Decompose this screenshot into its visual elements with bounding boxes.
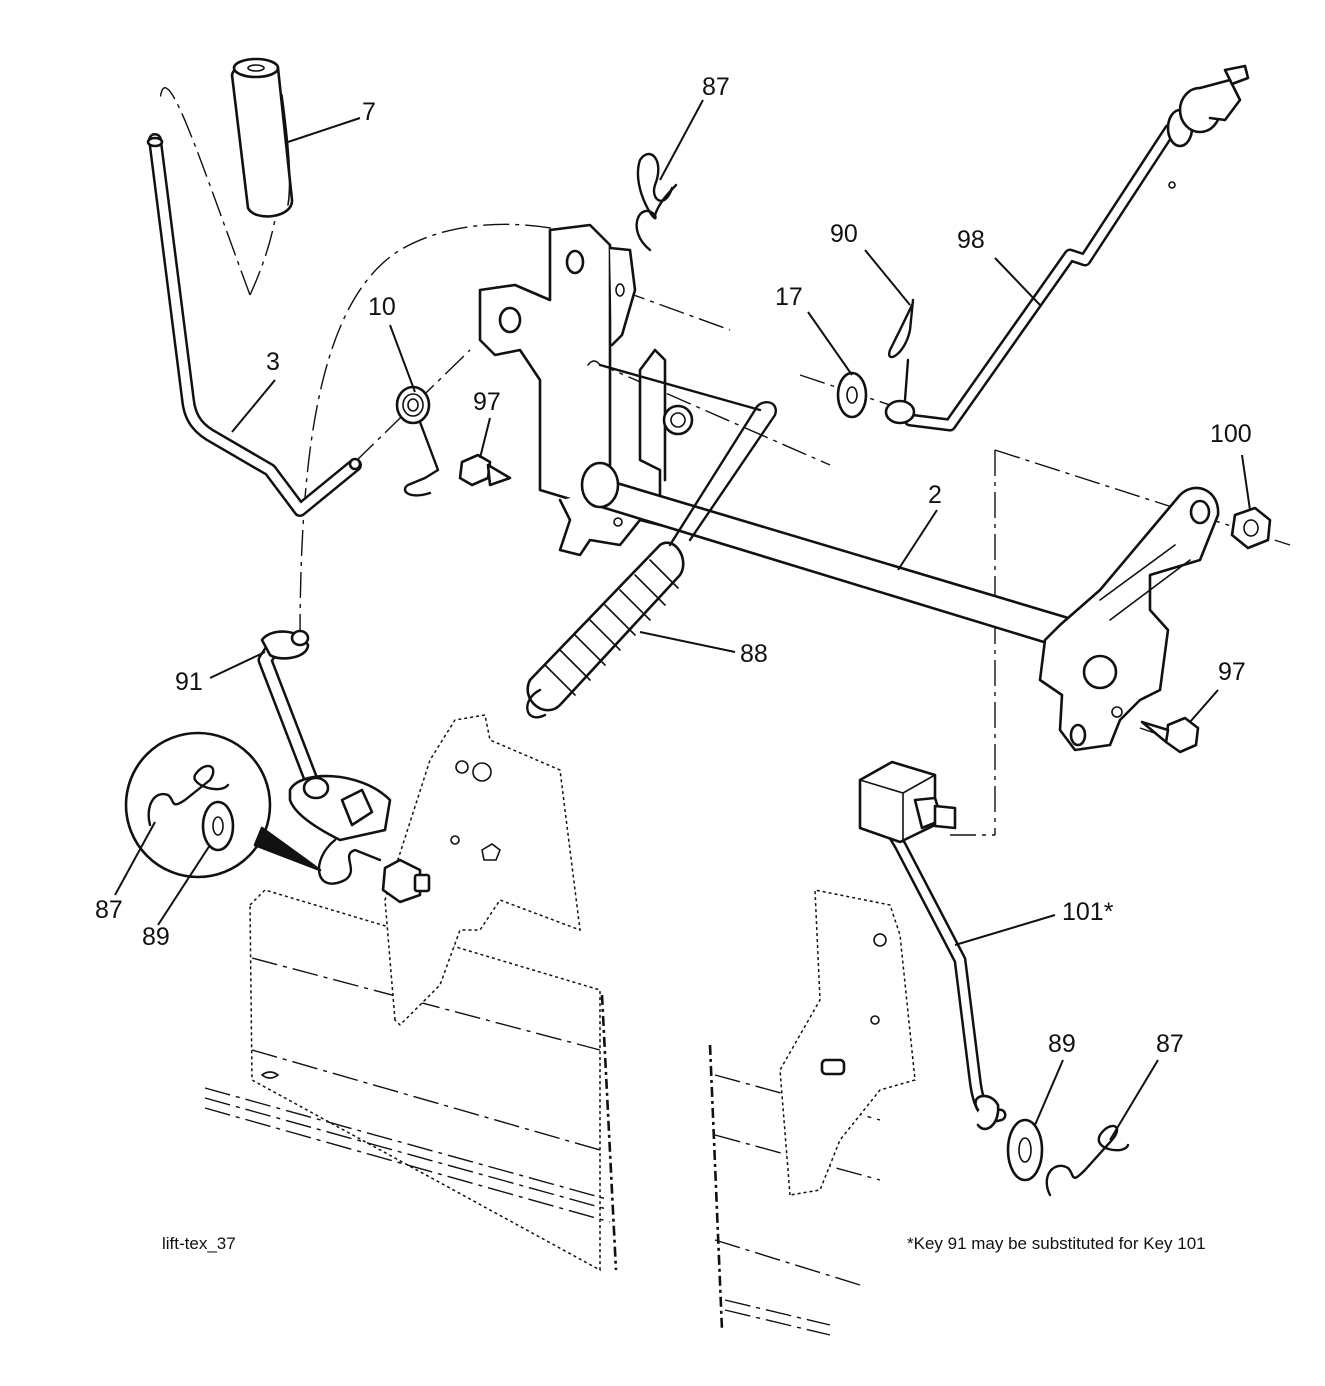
callout-87-right: 87 (1156, 1030, 1184, 1058)
hairpin-clip-90 (888, 298, 915, 402)
callout-labels: 7 87 3 10 97 17 90 98 100 2 97 88 91 87 … (95, 73, 1252, 1058)
deck-bracket-right (779, 889, 916, 1196)
washer-17 (836, 371, 868, 419)
detail-bubble (124, 731, 322, 879)
hairpin-clip-87-bottom (1045, 1124, 1130, 1197)
wire-hook (598, 363, 777, 547)
adjust-rod (884, 64, 1250, 432)
callout-97-right: 97 (1218, 658, 1246, 686)
callout-87-top: 87 (702, 73, 730, 101)
callout-100: 100 (1210, 420, 1252, 448)
leader-lines (114, 99, 1251, 1141)
callout-90: 90 (830, 220, 858, 248)
deck-outline-left (204, 889, 618, 1272)
link-rod (257, 629, 431, 904)
lift-arm-right (1038, 486, 1220, 752)
callout-87-detail: 87 (95, 896, 123, 924)
callout-2: 2 (928, 481, 942, 509)
callout-88: 88 (740, 640, 768, 668)
callout-10: 10 (368, 293, 396, 321)
washer-89-right (1006, 1118, 1044, 1182)
extension-spring (526, 541, 685, 719)
nut (1230, 506, 1272, 550)
hairpin-clip-87-top (635, 153, 678, 252)
callout-89-right: 89 (1048, 1030, 1076, 1058)
lift-lever-rod (146, 133, 362, 517)
substitution-note: *Key 91 may be substituted for Key 101 (907, 1234, 1206, 1253)
figure-id-caption: lift-tex_37 (162, 1234, 236, 1253)
callout-97-left: 97 (473, 388, 501, 416)
callout-98: 98 (957, 226, 985, 254)
callout-101: 101* (1062, 898, 1114, 926)
callout-17: 17 (775, 283, 803, 311)
deck-bracket-left (384, 714, 581, 1027)
lift-shaft (580, 461, 1077, 652)
torsion-spring (395, 385, 440, 497)
handle-grip (230, 57, 294, 218)
bolt-right (1140, 716, 1200, 754)
alternate-rod (858, 760, 1007, 1131)
callout-91: 91 (175, 668, 203, 696)
callout-89-detail: 89 (142, 923, 170, 951)
callout-3: 3 (266, 348, 280, 376)
callout-7: 7 (362, 98, 376, 126)
bolt-left (458, 453, 512, 487)
